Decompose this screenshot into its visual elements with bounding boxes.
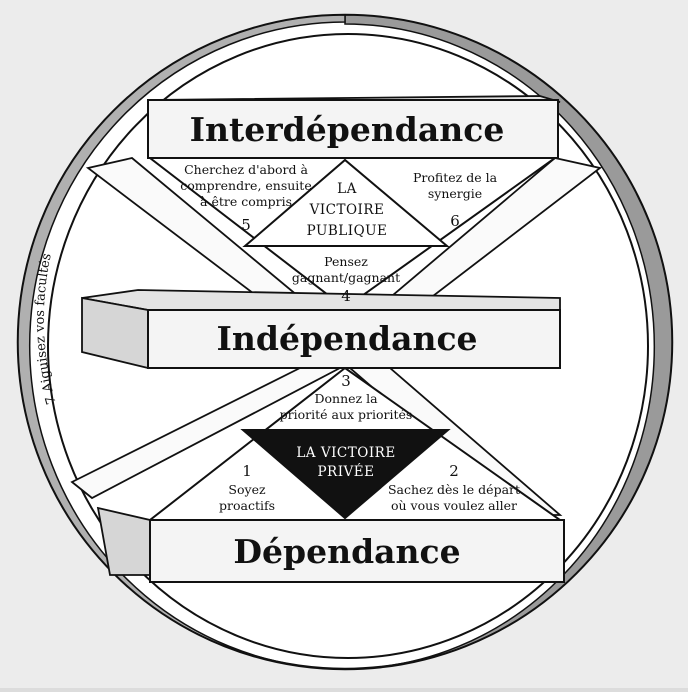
- habit-3-line1: Donnez la: [314, 391, 378, 406]
- habit-5-number: 5: [241, 216, 251, 234]
- level-dependance: Dépendance: [233, 532, 460, 571]
- public-victory-line3: PUBLIQUE: [307, 223, 388, 239]
- private-victory-line1: LA VICTOIRE: [296, 445, 395, 461]
- habit-1-number: 1: [242, 462, 252, 480]
- level-independance: Indépendance: [216, 319, 477, 358]
- habit-5-line2: comprendre, ensuite: [180, 178, 311, 193]
- habit-2-line1: Sachez dès le départ: [388, 482, 520, 497]
- habit-6-line1: Profitez de la: [413, 170, 498, 185]
- habit-1-line2: proactifs: [219, 498, 275, 513]
- habit-6-number: 6: [450, 212, 460, 230]
- habit-5-line1: Cherchez d'abord à: [184, 162, 308, 177]
- habit-3-number: 3: [341, 372, 351, 390]
- habit-5-line3: à être compris: [200, 194, 292, 209]
- habit-4-number: 4: [341, 287, 351, 305]
- habit-1-line1: Soyez: [228, 482, 266, 497]
- public-victory-line1: LA: [337, 181, 357, 197]
- bottom-board: [149, 519, 565, 583]
- private-victory-triangle: [240, 429, 451, 520]
- private-victory-line2: PRIVÉE: [317, 464, 374, 480]
- habit-4-line2: gagnant/gagnant: [292, 270, 400, 285]
- habit-2-number: 2: [449, 462, 459, 480]
- top-board: [147, 99, 559, 159]
- ring-shade-left: [17, 14, 346, 670]
- habit-4-line1: Pensez: [324, 254, 368, 269]
- habit-6-line2: synergie: [428, 186, 482, 201]
- middle-board: [147, 309, 561, 369]
- level-interdependance: Interdépendance: [190, 110, 505, 149]
- habit-3-line2: priorité aux priorités: [280, 407, 413, 422]
- public-victory-line2: VICTOIRE: [309, 202, 385, 218]
- habit-2-line2: où vous voulez aller: [391, 498, 517, 513]
- public-victory-triangle: [242, 158, 450, 247]
